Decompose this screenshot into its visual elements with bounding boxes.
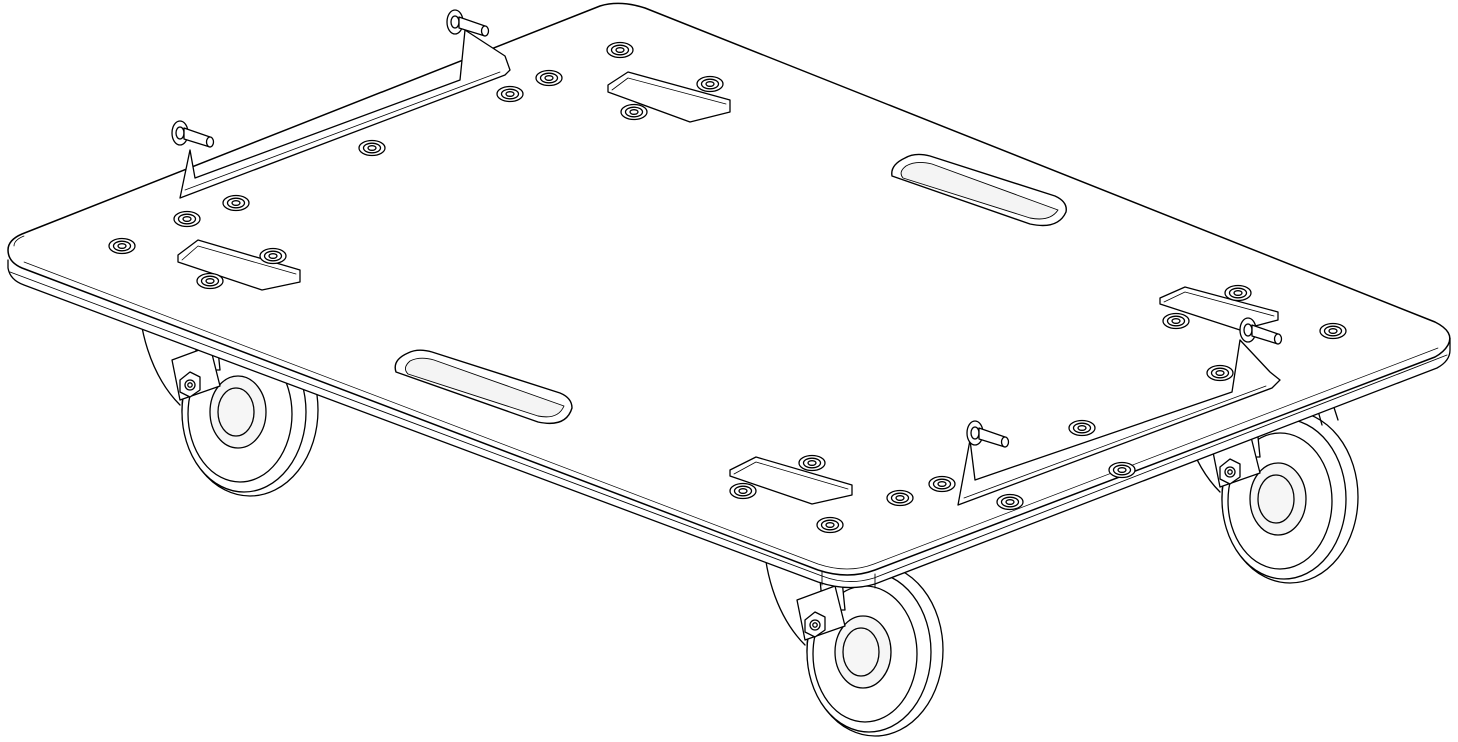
countersunk-fixing (886, 489, 914, 507)
bracket-front-right (957, 317, 1283, 506)
countersunk-fixing (1319, 322, 1347, 340)
countersunk-fixing (928, 475, 956, 493)
bracket-rear-left (171, 9, 511, 199)
countersunk-fixing (535, 69, 563, 87)
countersunk-fixing (173, 210, 201, 228)
countersunk-fixing (1108, 461, 1136, 479)
countersunk-fixing (358, 139, 386, 157)
handle-slot-right (891, 153, 1067, 227)
handle-slot-left (394, 349, 573, 425)
countersunk-fixing (1162, 312, 1190, 330)
countersunk-fixing (606, 41, 634, 59)
countersunk-fixing (1224, 284, 1252, 302)
countersunk-fixing (620, 103, 648, 121)
countersunk-fixing (996, 493, 1024, 511)
countersunk-fixing (816, 516, 844, 534)
countersunk-fixing (108, 237, 136, 255)
countersunk-fixing (798, 454, 826, 472)
recess-left (177, 239, 301, 291)
countersunk-fixing (1206, 364, 1234, 382)
countersunk-fixing (196, 272, 224, 290)
countersunk-fixing (259, 247, 287, 265)
recess-front (729, 456, 853, 505)
countersunk-fixing (1068, 419, 1096, 437)
countersunk-fixing (222, 194, 250, 212)
countersunk-fixing (696, 75, 724, 93)
countersunk-fixing (729, 482, 757, 500)
countersunk-fixing (496, 85, 524, 103)
recess-top-center (607, 71, 731, 123)
